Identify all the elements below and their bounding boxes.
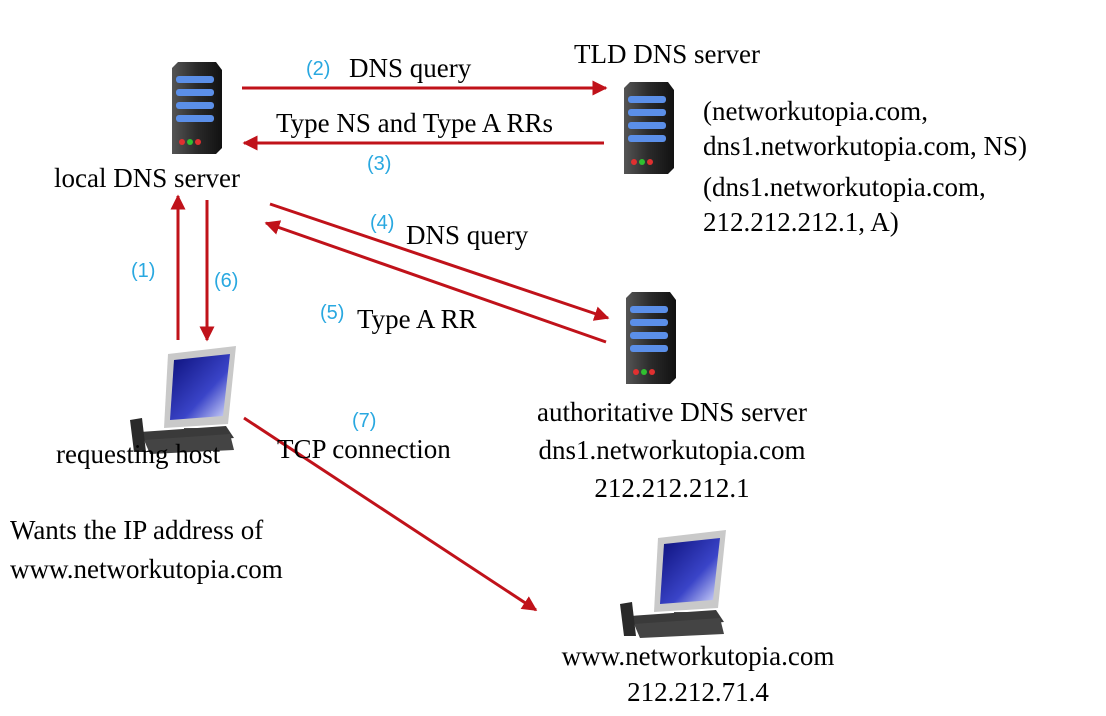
step-6-number: (6) bbox=[214, 270, 239, 292]
authoritative-dns-label: authoritative DNS server bbox=[537, 397, 807, 427]
step-4-text: DNS query bbox=[406, 220, 529, 250]
tld-record-line-4: 212.212.212.1, A) bbox=[703, 207, 899, 237]
step-7-text: TCP connection bbox=[277, 434, 451, 464]
step-4-number: (4) bbox=[370, 212, 395, 234]
requesting-host-note-line-1: Wants the IP address of bbox=[10, 515, 264, 545]
step-3-number: (3) bbox=[367, 153, 392, 175]
requesting-host-label: requesting host bbox=[56, 439, 221, 469]
tld-dns-server-label: TLD DNS server bbox=[574, 39, 760, 69]
step-2-number: (2) bbox=[306, 58, 331, 80]
tld-dns-server-icon bbox=[624, 82, 674, 174]
step-3-text: Type NS and Type A RRs bbox=[276, 108, 553, 138]
authoritative-dns-name: dns1.networkutopia.com bbox=[538, 435, 806, 465]
authoritative-dns-ip: 212.212.212.1 bbox=[594, 473, 750, 503]
arrow-step-7 bbox=[243, 416, 538, 612]
step-5-text: Type A RR bbox=[357, 304, 477, 334]
web-server-name: www.networkutopia.com bbox=[561, 641, 835, 671]
web-server-ip: 212.212.71.4 bbox=[627, 677, 769, 707]
arrow-step-5 bbox=[264, 220, 607, 344]
local-dns-server-label: local DNS server bbox=[54, 163, 240, 193]
step-2-text: DNS query bbox=[349, 53, 472, 83]
tld-record-line-1: (networkutopia.com, bbox=[703, 96, 928, 126]
authoritative-dns-server-icon bbox=[626, 292, 676, 384]
step-1-number: (1) bbox=[131, 260, 156, 282]
step-7-number: (7) bbox=[352, 410, 377, 432]
tld-record-line-3: (dns1.networkutopia.com, bbox=[703, 172, 986, 202]
tld-record-line-2: dns1.networkutopia.com, NS) bbox=[703, 131, 1027, 161]
local-dns-server-icon bbox=[172, 62, 222, 154]
web-server-host-icon bbox=[620, 530, 726, 638]
step-5-number: (5) bbox=[320, 302, 345, 324]
requesting-host-note-line-2: www.networkutopia.com bbox=[10, 554, 283, 584]
arrow-step-4 bbox=[269, 202, 610, 321]
